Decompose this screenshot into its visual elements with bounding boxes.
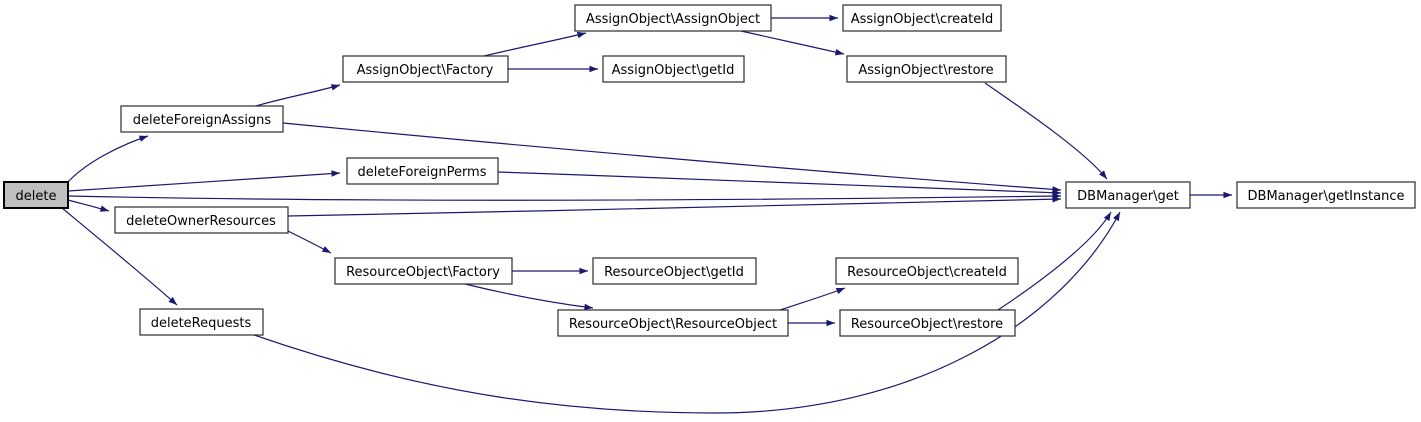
edge-resource-constructor-to-resource-createid xyxy=(779,287,846,311)
node-assign-createid[interactable]: AssignObject\createId xyxy=(842,4,1002,32)
edge-resource-restore-to-dbmanager-get xyxy=(997,211,1112,311)
edge-deleteRequests-to-dbmanager-get xyxy=(253,211,1121,414)
node-assign-restore[interactable]: AssignObject\restore xyxy=(846,55,1007,83)
node-resource-factory[interactable]: ResourceObject\Factory xyxy=(334,257,513,285)
node-resource-constructor-box xyxy=(557,309,789,337)
edge-delete-to-deleteForeignPerms xyxy=(67,170,341,192)
edge-deleteForeignAssigns-to-assign-factory xyxy=(255,84,341,107)
node-resource-restore[interactable]: ResourceObject\restore xyxy=(839,309,1016,337)
node-assign-constructor-label: AssignObject\AssignObject xyxy=(586,12,760,27)
edge-assign-constructor-to-assign-restore xyxy=(740,30,845,56)
node-assign-getid-label: AssignObject\getId xyxy=(612,63,735,78)
node-delete-owner-resources-label: deleteOwnerResources xyxy=(126,214,276,229)
edge-assign-factory-to-assign-constructor xyxy=(483,31,587,57)
node-dbmanager-get[interactable]: DBManager\get xyxy=(1065,181,1191,209)
node-resource-factory-box xyxy=(334,257,513,285)
node-delete-foreign-perms-box xyxy=(346,157,499,185)
edge-delete-to-deleteOwnerResources xyxy=(67,199,110,212)
edge-layer xyxy=(61,14,1232,414)
node-delete-requests-label: deleteRequests xyxy=(151,316,252,331)
node-delete-foreign-perms[interactable]: deleteForeignPerms xyxy=(346,157,499,185)
edge-deleteOwnerResources-to-resource-factory xyxy=(287,230,332,254)
node-dbmanager-getinstance-box xyxy=(1236,181,1416,209)
node-assign-getid-box xyxy=(602,55,745,83)
node-assign-getid[interactable]: AssignObject\getId xyxy=(602,55,745,83)
edge-resource-factory-to-resource-constructor xyxy=(464,283,594,311)
node-assign-factory-label: AssignObject\Factory xyxy=(357,63,494,78)
node-resource-createid-box xyxy=(835,257,1019,285)
node-delete-requests-box xyxy=(139,308,264,336)
node-delete-foreign-assigns-label: deleteForeignAssigns xyxy=(133,113,272,128)
edge-deleteForeignAssigns-to-dbmanager-get xyxy=(282,122,1062,193)
edge-assign-restore-to-dbmanager-get xyxy=(984,82,1108,180)
node-assign-createid-label: AssignObject\createId xyxy=(851,12,994,27)
node-resource-factory-label: ResourceObject\Factory xyxy=(346,265,500,280)
node-resource-createid-label: ResourceObject\createId xyxy=(847,265,1007,280)
node-assign-restore-label: AssignObject\restore xyxy=(858,63,993,78)
node-delete[interactable]: delete xyxy=(3,181,69,209)
node-delete-foreign-assigns-box xyxy=(120,105,284,133)
node-resource-getid-box xyxy=(592,257,757,285)
node-delete-requests[interactable]: deleteRequests xyxy=(139,308,264,336)
edge-deleteForeignPerms-to-dbmanager-get xyxy=(497,171,1062,196)
edge-delete-to-dbmanager-get xyxy=(67,192,1062,201)
node-dbmanager-getinstance-label: DBManager\getInstance xyxy=(1248,189,1405,204)
node-layer: delete deleteForeignAssigns AssignObject… xyxy=(3,4,1416,337)
node-delete-foreign-assigns[interactable]: deleteForeignAssigns xyxy=(120,105,284,133)
node-dbmanager-getinstance[interactable]: DBManager\getInstance xyxy=(1236,181,1416,209)
edge-delete-to-deleteRequests xyxy=(61,207,178,306)
node-assign-restore-box xyxy=(846,55,1007,83)
node-assign-factory[interactable]: AssignObject\Factory xyxy=(342,55,509,83)
node-resource-createid[interactable]: ResourceObject\createId xyxy=(835,257,1019,285)
node-assign-factory-box xyxy=(342,55,509,83)
node-assign-constructor-box xyxy=(574,4,772,32)
edge-delete-to-deleteForeignAssigns xyxy=(65,135,149,185)
node-assign-constructor[interactable]: AssignObject\AssignObject xyxy=(574,4,772,32)
edge-deleteOwnerResources-to-dbmanager-get xyxy=(287,195,1062,217)
node-delete-label: delete xyxy=(16,189,57,204)
node-resource-restore-label: ResourceObject\restore xyxy=(851,317,1003,332)
node-resource-getid[interactable]: ResourceObject\getId xyxy=(592,257,757,285)
node-delete-owner-resources-box xyxy=(114,206,289,234)
node-assign-createid-box xyxy=(842,4,1002,32)
node-delete-box xyxy=(3,181,69,209)
node-delete-foreign-perms-label: deleteForeignPerms xyxy=(357,165,486,180)
node-resource-restore-box xyxy=(839,309,1016,337)
node-dbmanager-get-box xyxy=(1065,181,1191,209)
node-resource-getid-label: ResourceObject\getId xyxy=(604,265,744,280)
node-delete-owner-resources[interactable]: deleteOwnerResources xyxy=(114,206,289,234)
node-resource-constructor-label: ResourceObject\ResourceObject xyxy=(569,317,777,332)
node-dbmanager-get-label: DBManager\get xyxy=(1077,189,1179,204)
node-resource-constructor[interactable]: ResourceObject\ResourceObject xyxy=(557,309,789,337)
